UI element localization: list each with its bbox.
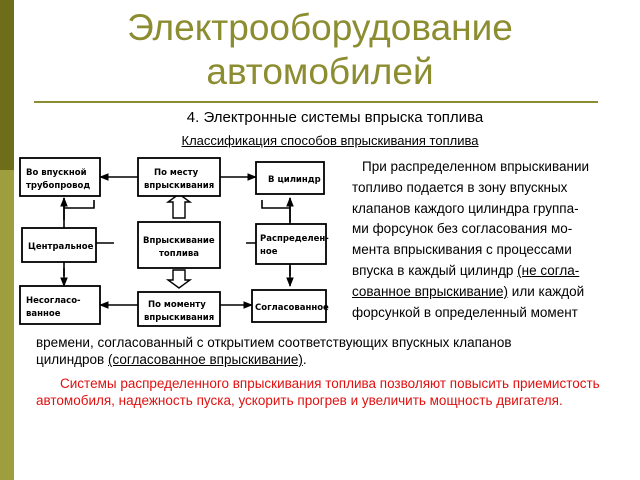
classification-heading: Классификация способов впрыскивания топл…: [181, 133, 479, 148]
side-accent-dark: [0, 0, 14, 170]
box-distributed: [255, 223, 327, 265]
right-line-3: клапанов каждого цилиндра группа-: [352, 200, 579, 216]
injection-classification-diagram: Во впускной трубопровод По месту впрыски…: [19, 157, 329, 327]
slide-title-line2: автомобилей: [206, 51, 434, 92]
box-unsync: [19, 285, 101, 325]
box-intake-pipe: [19, 157, 101, 197]
right-paragraph: При распределенном впрыскивании топливо …: [352, 157, 637, 323]
box-into-cylinder: [255, 161, 325, 195]
frame-upper-right: [261, 200, 290, 209]
bottom-line-1: времени, согласованный с открытием соотв…: [36, 335, 512, 350]
right-line-6-underlined: (не согла-: [517, 262, 580, 278]
hollow-arrow-down: [165, 269, 193, 289]
box-central: [21, 227, 97, 263]
box-by-place: [137, 157, 221, 197]
label-central: Центральное: [28, 242, 94, 252]
label-by-moment-1: По моменту: [148, 300, 206, 310]
slide-title: Электрооборудование автомобилей: [40, 6, 600, 94]
bottom-line-2: цилиндров (согласованное впрыскивание).: [36, 351, 616, 368]
box-synced: [251, 289, 327, 323]
highlight-paragraph: Системы распределенного впрыскивания топ…: [36, 375, 626, 409]
label-by-place-1: По месту: [154, 168, 199, 178]
right-line-6: впуска в каждый цилиндр (не согла-: [352, 261, 637, 282]
label-unsync-2: ванное: [26, 309, 61, 319]
slide-title-line1: Электрооборудование: [127, 7, 513, 48]
box-injection: [137, 221, 221, 269]
right-line-7: сованное впрыскивание) или каждой: [352, 282, 637, 303]
label-synced: Согласованное: [255, 303, 329, 313]
title-divider: [34, 101, 598, 103]
label-into-cylinder: В цилиндр: [268, 175, 321, 185]
right-line-6-text: впуска в каждый цилиндр: [352, 262, 518, 278]
bottom-line-2-text: цилиндров: [36, 352, 108, 367]
label-intake-pipe-2: трубопровод: [26, 180, 90, 191]
label-by-place-2: впрыскивания: [144, 181, 214, 191]
label-injection-1: Впрыскивание: [143, 236, 215, 246]
label-injection-2: топлива: [159, 249, 199, 259]
section-subtitle: 4. Электронные системы впрыска топлива: [186, 109, 484, 126]
side-accent-light: [0, 170, 14, 480]
bottom-line-2-end: .: [302, 352, 307, 367]
hollow-arrow-up: [165, 193, 193, 219]
right-line-2: топливо подается в зону впускных: [352, 179, 568, 195]
right-line-8: форсункой в определенный момент: [352, 304, 578, 320]
label-distributed-2: ное: [260, 247, 278, 257]
label-by-moment-2: впрыскивания: [144, 313, 214, 323]
label-unsync-1: Несогласо-: [26, 296, 81, 306]
frame-upper: [64, 200, 95, 209]
label-intake-pipe-1: Во впускной: [26, 168, 87, 178]
bottom-paragraph: времени, согласованный с открытием соотв…: [36, 334, 616, 368]
side-accent-bar: [0, 0, 14, 480]
right-line-7-text: или каждой: [508, 283, 585, 299]
label-distributed-1: Распределен-: [260, 234, 329, 244]
bottom-line-2-underlined: (согласованное впрыскивание): [107, 352, 303, 367]
right-line-5: мента впрыскивания с процессами: [352, 242, 572, 258]
highlight-text: Системы распределенного впрыскивания топ…: [36, 376, 600, 408]
right-line-1: При распределенном впрыскивании: [362, 159, 590, 174]
right-line-7-underlined: сованное впрыскивание): [352, 283, 509, 299]
right-line-4: ми форсунок без согласования мо-: [352, 221, 573, 237]
box-by-moment: [137, 291, 221, 327]
